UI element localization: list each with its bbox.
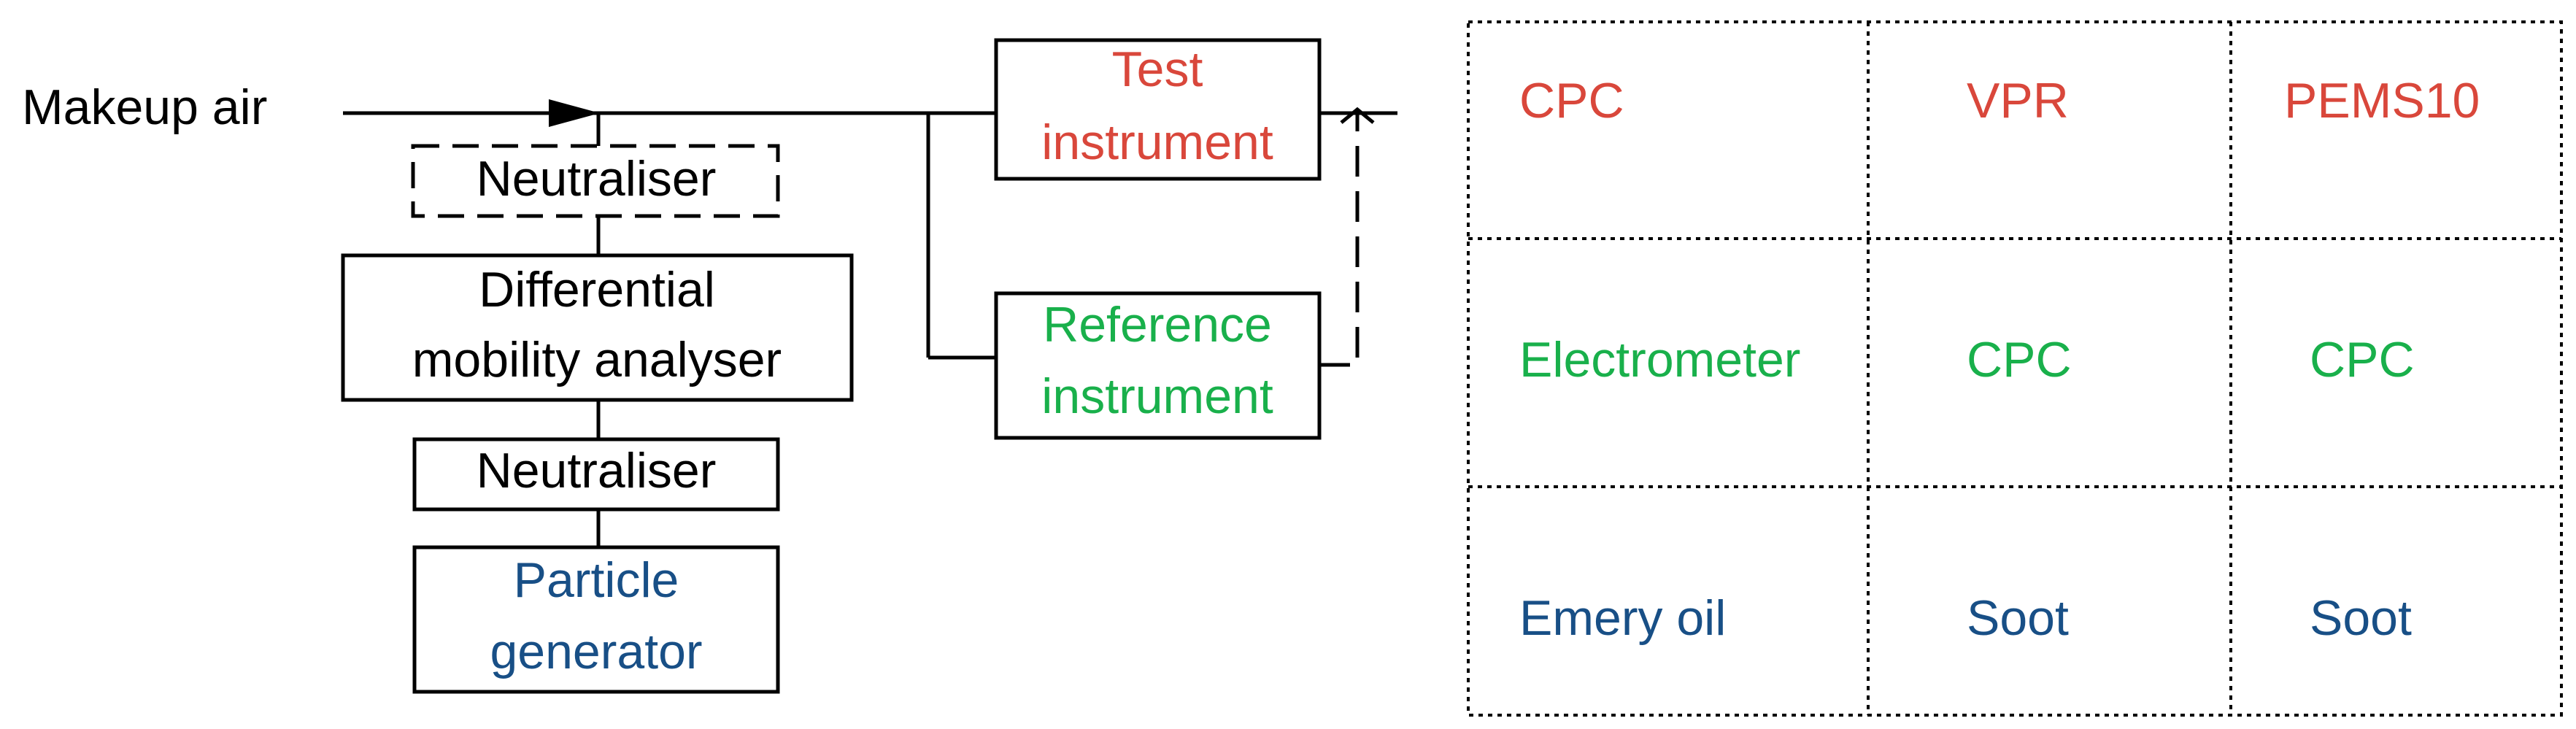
test-instrument-box: [994, 38, 1322, 181]
boxes: [341, 38, 1322, 694]
dma-label-line2: mobility analyser: [412, 332, 782, 387]
table-cell: Emery oil: [1519, 590, 1726, 646]
particle-generator-label-line2: generator: [490, 624, 702, 679]
particle-generator-label-line1: Particle: [514, 552, 679, 608]
table-cell: Soot: [2310, 590, 2412, 646]
dma-label-line1: Differential: [479, 262, 715, 317]
table-border: [1467, 20, 2563, 717]
reference-instrument-label-line2: instrument: [1041, 369, 1273, 424]
table-cell: CPC: [1519, 73, 1624, 128]
table-cell: CPC: [2310, 332, 2415, 387]
neutraliser-bottom-box: [412, 437, 780, 512]
dashed-arrow-icon: [1340, 107, 1375, 124]
neutraliser-top-box: [411, 144, 780, 218]
table-cell: CPC: [1967, 332, 2072, 387]
dma-box: [341, 253, 854, 402]
table-cell: VPR: [1967, 73, 2069, 128]
table-cell: Electrometer: [1519, 332, 1800, 387]
table-row: Electrometer CPC CPC: [1519, 332, 2415, 387]
test-instrument-label-line1: Test: [1112, 42, 1203, 97]
neutraliser-top-label: Neutraliser: [477, 151, 717, 207]
particle-generator-box: [412, 545, 780, 694]
dashed-feedback-line: [1319, 109, 1360, 367]
reference-instrument-box: [994, 291, 1322, 440]
table-row: Emery oil Soot Soot: [1519, 590, 2412, 646]
instrument-table: [1467, 20, 2563, 717]
table-row: CPC VPR PEMS10: [1519, 73, 2480, 128]
makeup-air-label: Makeup air: [22, 80, 267, 135]
reference-instrument-label-line1: Reference: [1043, 297, 1272, 352]
flow-arrow-icon: [549, 99, 600, 127]
neutraliser-bottom-label: Neutraliser: [477, 443, 717, 498]
table-cell: PEMS10: [2284, 73, 2480, 128]
table-cell: Soot: [1967, 590, 2069, 646]
test-instrument-label-line2: instrument: [1041, 115, 1273, 170]
